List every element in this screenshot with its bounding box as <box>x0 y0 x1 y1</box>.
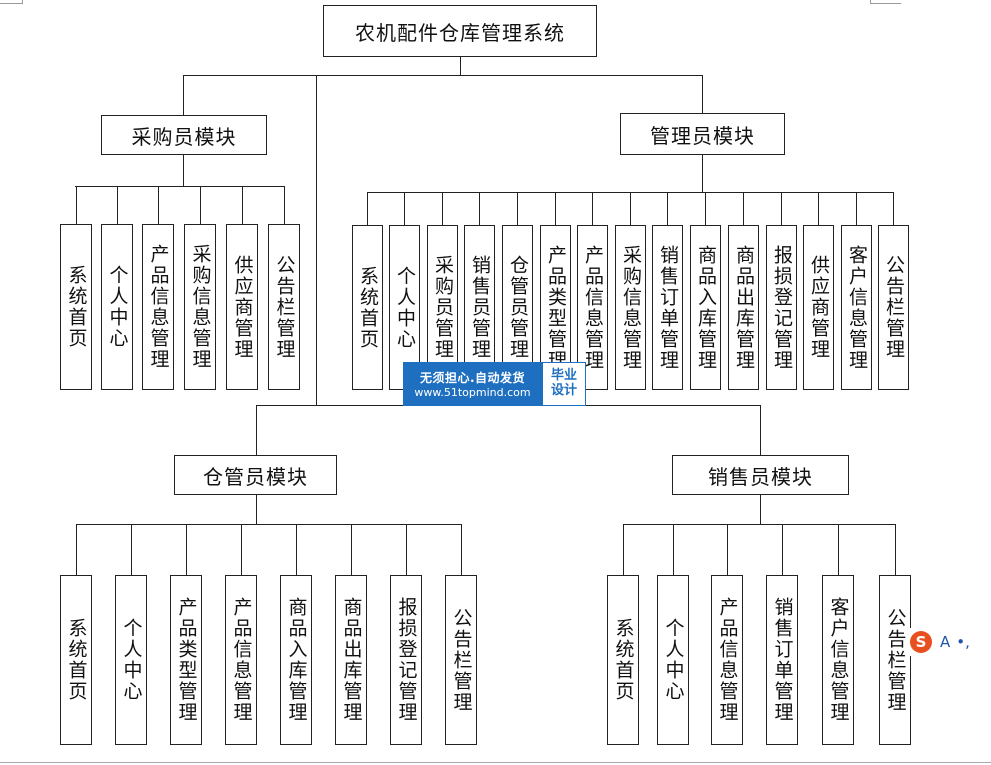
sogou-logo-icon[interactable]: S <box>910 631 932 653</box>
sales-hub-connector <box>760 495 761 525</box>
admin-module-node: 管理员模块 <box>620 113 785 155</box>
purchaser-module-connector <box>183 75 184 116</box>
admin-function-node: 采购信息管理 <box>615 225 646 390</box>
warehouse-child-connector <box>241 524 242 576</box>
admin-function-node: 商品出库管理 <box>728 225 759 390</box>
sales-children-bar <box>623 524 896 525</box>
admin-child-connector <box>479 192 480 226</box>
admin-child-connector <box>555 192 556 226</box>
watermark-text: 无须担心.自动发货 www.51topmind.com <box>403 362 542 406</box>
sales-function-node: 个人中心 <box>657 575 689 745</box>
sales-child-connector <box>895 524 896 576</box>
warehouse-child-connector <box>406 524 407 576</box>
purchaser-module-node: 采购员模块 <box>101 115 267 155</box>
page-corner-mark-left <box>0 0 23 4</box>
warehouse-function-node: 产品信息管理 <box>225 575 257 745</box>
ime-toolbar[interactable]: S A •, <box>910 628 991 656</box>
admin-function-node: 商品入库管理 <box>690 225 721 390</box>
warehouse-children-bar <box>76 524 462 525</box>
purchaser-function-node: 公告栏管理 <box>268 224 300 390</box>
admin-child-connector <box>705 192 706 226</box>
watermark-badge-line1: 毕业 <box>550 368 577 384</box>
sales-child-connector <box>782 524 783 576</box>
admin-child-connector <box>743 192 744 226</box>
sales-function-node: 产品信息管理 <box>711 575 743 745</box>
admin-child-connector <box>893 192 894 226</box>
sales-function-node: 系统首页 <box>607 575 639 745</box>
sales-child-connector <box>838 524 839 576</box>
purchaser-child-connector <box>200 186 201 225</box>
purchaser-function-node: 产品信息管理 <box>142 224 174 390</box>
warehouse-function-node: 商品入库管理 <box>280 575 312 745</box>
admin-child-connector <box>818 192 819 226</box>
watermark-slogan: 无须担心.自动发货 <box>419 371 526 385</box>
root-node: 农机配件仓库管理系统 <box>323 5 597 57</box>
purchaser-function-node: 个人中心 <box>101 224 133 390</box>
admin-child-connector <box>517 192 518 226</box>
warehouse-child-connector <box>296 524 297 576</box>
purchaser-child-connector <box>117 186 118 225</box>
watermark-badge: 无须担心.自动发货 www.51topmind.com 毕业 设计 <box>403 362 586 406</box>
admin-child-connector <box>630 192 631 226</box>
admin-child-connector <box>667 192 668 226</box>
ime-mode-indicator[interactable]: A <box>940 633 951 651</box>
ime-punctuation-indicator[interactable]: •, <box>956 633 970 651</box>
warehouse-module-node: 仓管员模块 <box>174 455 337 495</box>
warehouse-function-node: 系统首页 <box>60 575 92 745</box>
admin-function-node: 销售订单管理 <box>652 225 683 390</box>
watermark-badge-line2: 设计 <box>550 383 577 398</box>
warehouse-hub-connector <box>256 495 257 525</box>
admin-child-connector <box>442 192 443 226</box>
warehouse-function-node: 公告栏管理 <box>445 575 477 745</box>
admin-child-connector <box>856 192 857 226</box>
warehouse-function-node: 商品出库管理 <box>335 575 367 745</box>
page-corner-mark-right <box>870 0 901 4</box>
sales-child-connector <box>727 524 728 576</box>
admin-child-connector <box>781 192 782 226</box>
watermark-url: www.51topmind.com <box>414 386 531 399</box>
sales-function-node: 公告栏管理 <box>879 575 911 745</box>
admin-hub-connector <box>702 155 703 193</box>
warehouse-function-node: 产品类型管理 <box>170 575 202 745</box>
admin-child-connector <box>367 192 368 226</box>
purchaser-child-connector <box>76 186 77 225</box>
admin-function-node: 客户信息管理 <box>841 225 872 390</box>
purchaser-function-node: 采购信息管理 <box>184 224 216 390</box>
root-connector <box>460 57 461 76</box>
sales-module-node: 销售员模块 <box>672 455 849 495</box>
sales-function-node: 销售订单管理 <box>766 575 798 745</box>
sales-child-connector <box>623 524 624 576</box>
warehouse-module-connector <box>256 405 257 456</box>
purchaser-function-node: 供应商管理 <box>226 224 258 390</box>
admin-function-node: 报损登记管理 <box>766 225 797 390</box>
admin-function-node: 系统首页 <box>352 225 383 390</box>
admin-module-connector <box>702 75 703 114</box>
purchaser-function-node: 系统首页 <box>60 224 92 390</box>
lower-trunk-connector <box>316 75 317 406</box>
admin-function-node: 供应商管理 <box>803 225 834 390</box>
warehouse-child-connector <box>131 524 132 576</box>
purchaser-hub-connector <box>183 155 184 187</box>
warehouse-child-connector <box>186 524 187 576</box>
purchaser-child-connector <box>242 186 243 225</box>
purchaser-child-connector <box>284 186 285 225</box>
purchaser-children-bar <box>75 186 285 187</box>
warehouse-child-connector <box>461 524 462 576</box>
warehouse-function-node: 报损登记管理 <box>390 575 422 745</box>
sales-function-node: 客户信息管理 <box>822 575 854 745</box>
level1-connector-bar <box>183 75 703 76</box>
page-bottom-rule <box>0 762 991 763</box>
admin-child-connector <box>592 192 593 226</box>
warehouse-child-connector <box>351 524 352 576</box>
watermark-badge-label: 毕业 设计 <box>542 362 586 406</box>
warehouse-function-node: 个人中心 <box>115 575 147 745</box>
admin-child-connector <box>404 192 405 226</box>
sales-module-connector <box>760 405 761 456</box>
admin-function-node: 公告栏管理 <box>878 225 909 390</box>
warehouse-child-connector <box>76 524 77 576</box>
sales-child-connector <box>673 524 674 576</box>
purchaser-child-connector <box>158 186 159 225</box>
